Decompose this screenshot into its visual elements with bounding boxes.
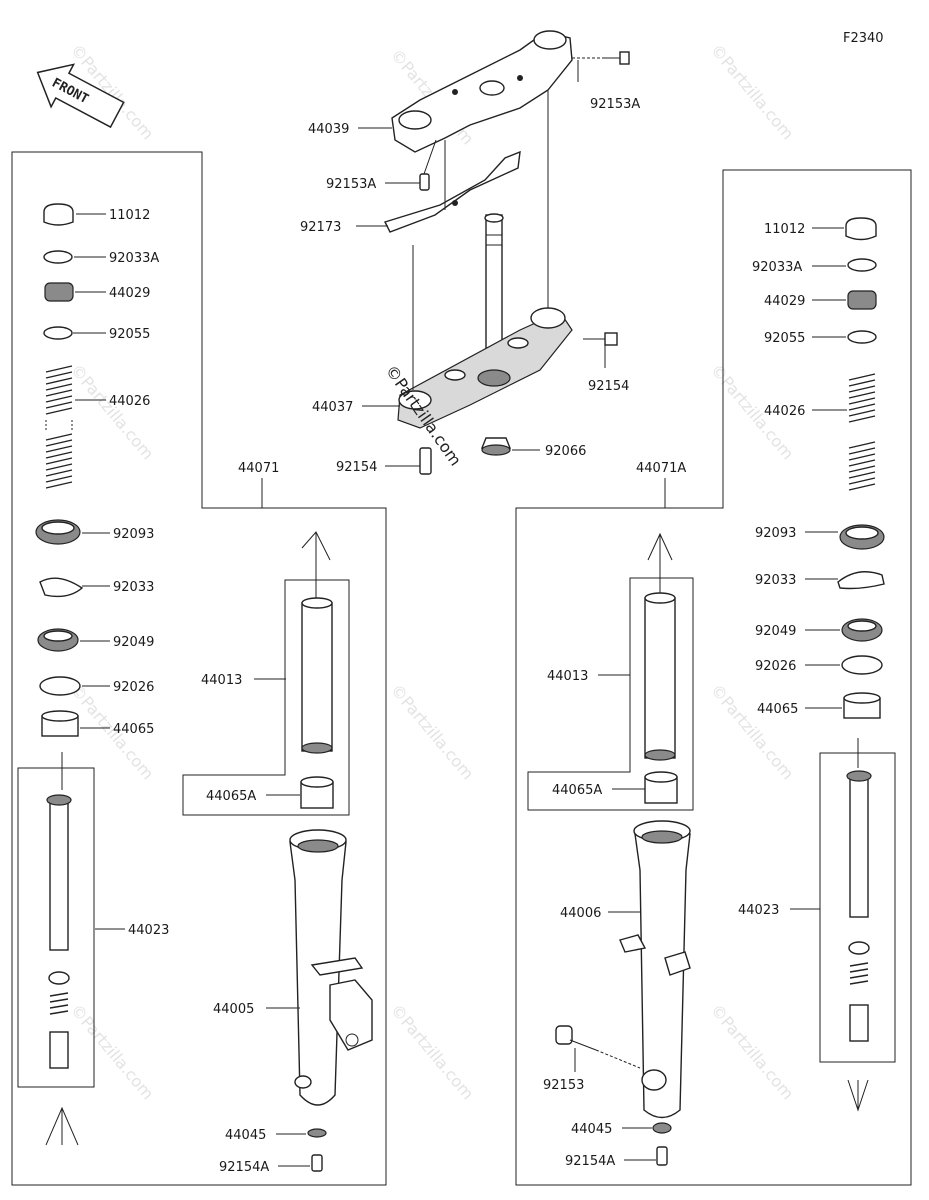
watermark-text: ©Partzilla.com [67,1000,158,1103]
right-stack [837,217,885,719]
watermark-layer: ©Partzilla.com ©Partzilla.com ©Partzilla… [67,40,798,1103]
label-92153a-left: 92153A [326,177,376,192]
outer-tube-44005-left [289,829,373,1106]
label-left-92033: 92033 [113,580,154,595]
bolt-92154a-left [311,1154,323,1172]
label-right-92055: 92055 [764,331,805,346]
callout-labels: 44039 92153A 92153A 92173 92154 44037 92… [109,97,805,1175]
cap-92066 [480,437,512,456]
watermark-text: ©Partzilla.com [707,40,798,143]
label-44039: 44039 [308,122,349,137]
steering-stem-44037 [397,213,573,429]
bolt-92153a-top [572,51,630,65]
label-left-92093: 92093 [113,527,154,542]
label-right-92153: 92153 [543,1078,584,1093]
top-bracket-44039 [391,30,573,153]
label-left-92049: 92049 [113,635,154,650]
label-right-44026: 44026 [764,404,805,419]
right-cylinder-frame [819,752,896,1063]
cylinder-44023-right [846,738,872,1112]
label-right-92049: 92049 [755,624,796,639]
label-right-92154a: 92154A [565,1154,615,1169]
outer-tube-44006-right [619,820,691,1119]
label-92154-right: 92154 [588,379,629,394]
label-44071a: 44071A [636,461,686,476]
label-left-44065a: 44065A [206,789,256,804]
watermark-text: ©Partzilla.com [707,1000,798,1103]
washer-44045-left [307,1128,327,1138]
label-right-44013: 44013 [547,669,588,684]
label-right-92093: 92093 [755,526,796,541]
label-left-44023: 44023 [128,923,169,938]
cylinder-44023-left [45,752,79,1146]
figure-code: F2340 [843,31,884,46]
plate-92173 [384,140,521,233]
label-right-44023: 44023 [738,903,779,918]
label-right-44006: 44006 [560,906,601,921]
bolt-92154-right [583,332,618,346]
left-tube-frame [182,579,350,816]
tube-44013-right [644,532,678,804]
label-right-44045: 44045 [571,1122,612,1137]
label-44037: 44037 [312,400,353,415]
watermark-text: ©Partzilla.com [387,1000,478,1103]
bolt-92154a-right [656,1146,668,1166]
bolt-92154-lower [419,447,432,475]
label-left-44013: 44013 [201,673,242,688]
label-44071: 44071 [238,461,279,476]
label-left-92154a: 92154A [219,1160,269,1175]
label-right-11012: 11012 [764,222,805,237]
label-left-92055: 92055 [109,327,150,342]
watermark-text: ©Partzilla.com [67,360,158,463]
tube-44013-left [300,531,334,809]
label-left-92026: 92026 [113,680,154,695]
label-right-92033a: 92033A [752,260,802,275]
left-assembly-frame [11,151,387,1186]
bolt-92153a-left [419,139,437,191]
label-right-44065a: 44065A [552,783,602,798]
label-right-44029: 44029 [764,294,805,309]
label-left-44005: 44005 [213,1002,254,1017]
label-92154-lower: 92154 [336,460,377,475]
watermark-text: ©Partzilla.com [707,680,798,783]
left-cylinder-frame [17,767,95,1088]
label-left-11012: 11012 [109,208,150,223]
label-92173: 92173 [300,220,341,235]
label-92153a-top: 92153A [590,97,640,112]
right-assembly-frame [515,169,912,1186]
label-right-44065: 44065 [757,702,798,717]
left-stack [35,203,84,737]
label-left-44065: 44065 [113,722,154,737]
watermark-text: ©Partzilla.com [387,680,478,783]
label-left-92033a: 92033A [109,251,159,266]
axle-bolt-92153-right [555,1025,641,1069]
label-92066: 92066 [545,444,586,459]
label-left-44029: 44029 [109,286,150,301]
right-tube-frame [527,577,694,811]
label-left-44045: 44045 [225,1128,266,1143]
label-right-92033: 92033 [755,573,796,588]
label-right-92026: 92026 [755,659,796,674]
label-left-44026: 44026 [109,394,150,409]
washer-44045-right [652,1122,672,1134]
